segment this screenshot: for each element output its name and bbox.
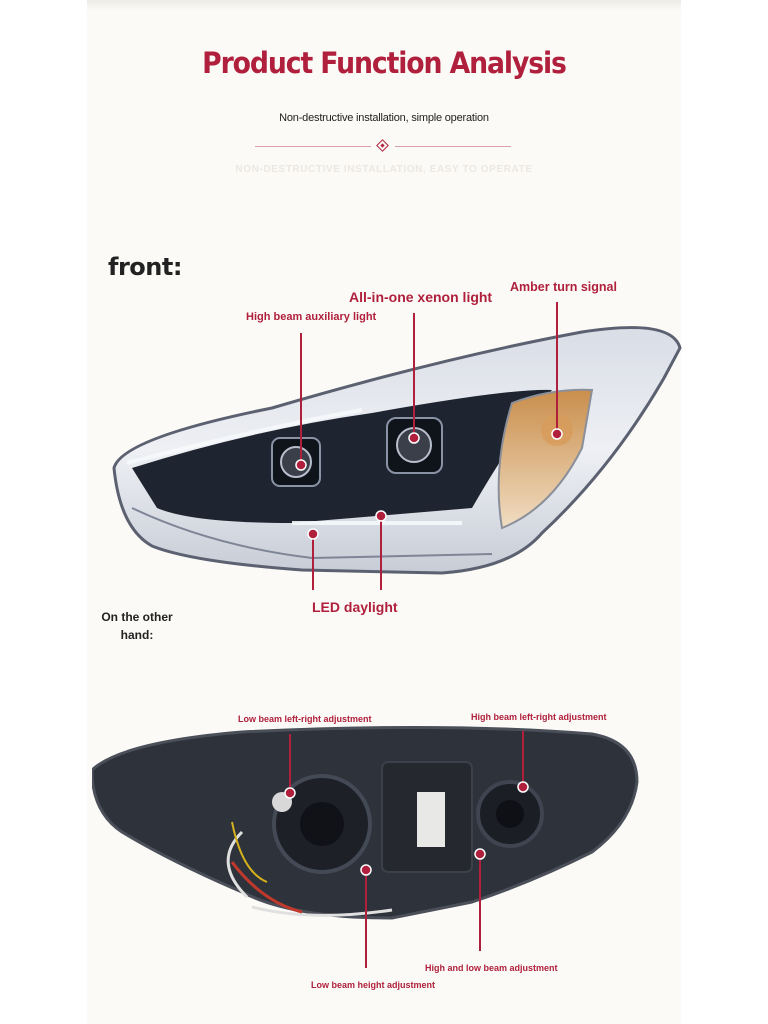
page-subtitle: Non-destructive installation, simple ope… <box>279 112 489 124</box>
callout-low-beam-left-right: Low beam left-right adjustment <box>238 714 372 724</box>
headlight-front-image <box>112 326 682 575</box>
callout-low-beam-height: Low beam height adjustment <box>311 980 436 990</box>
sheet-top-shadow <box>87 0 681 10</box>
front-section-label: front: <box>108 253 182 281</box>
marker-dot-high-lr <box>517 781 529 793</box>
marker-dot-led-left <box>307 528 319 540</box>
marker-dot-high-low <box>474 848 486 860</box>
divider-line-right <box>395 146 511 147</box>
marker-dot-xenon <box>408 432 420 444</box>
callout-amber-turn-signal: Amber turn signal <box>510 280 617 294</box>
callout-xenon-light: All-in-one xenon light <box>349 289 493 305</box>
callout-high-beam-auxiliary: High beam auxiliary light <box>246 311 377 323</box>
page-title: Product Function Analysis <box>202 46 567 80</box>
marker-dot-led-right <box>375 510 387 522</box>
ghost-caption: NON-DESTRUCTIVE INSTALLATION, EASY TO OP… <box>235 164 533 175</box>
callout-led-daylight: LED daylight <box>312 599 398 615</box>
headlight-back-image <box>92 725 639 920</box>
divider-line-left <box>255 146 371 147</box>
callout-high-low-beam: High and low beam adjustment <box>425 963 558 973</box>
marker-dot-amber <box>551 428 563 440</box>
other-side-label: On the other hand: <box>101 610 173 642</box>
marker-dot-low-height <box>360 864 372 876</box>
marker-dot-high-beam-aux <box>295 459 307 471</box>
callout-high-beam-left-right: High beam left-right adjustment <box>471 712 607 722</box>
marker-dot-low-lr <box>284 787 296 799</box>
